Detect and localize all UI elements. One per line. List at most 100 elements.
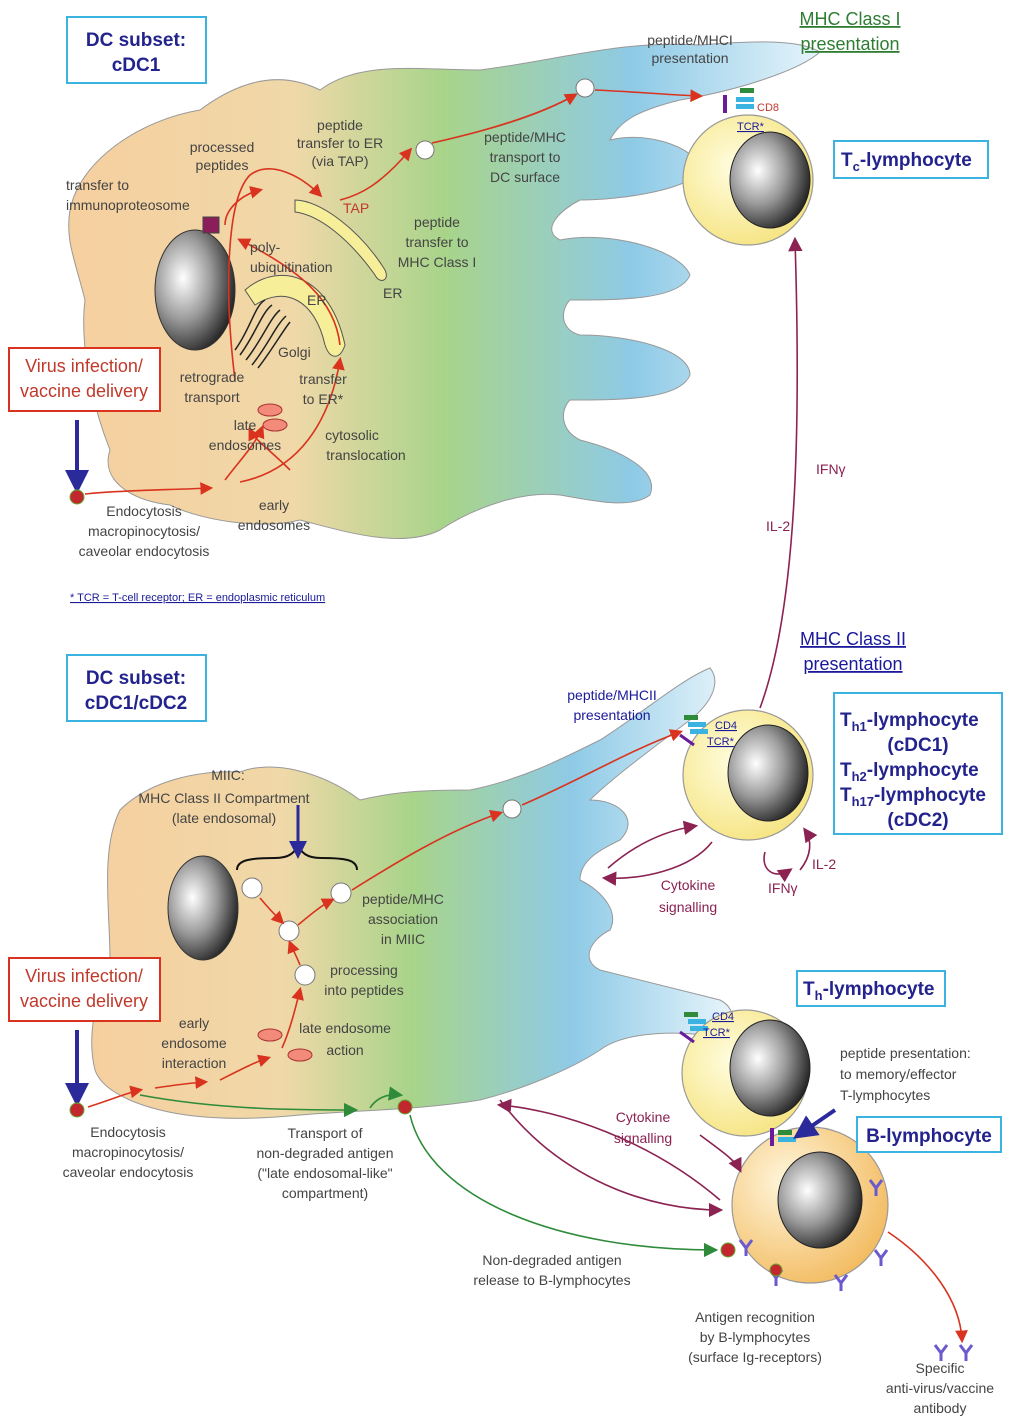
lbl-immuno-1: transfer to: [66, 177, 129, 193]
lbl-mhcii-pres-2: presentation: [573, 707, 650, 723]
bottom-mhc-title-1: MHC Class II: [800, 629, 906, 649]
lbl-antigen-rec-3: (surface Ig-receptors): [688, 1349, 822, 1365]
lbl-miic-1: MIIC:: [211, 767, 244, 783]
th1-cd4-label: CD4: [715, 720, 737, 732]
lbl-endocytosis-1: Endocytosis: [106, 503, 181, 519]
tc-receptor-icon: [723, 88, 754, 113]
lbl-cytosolic-1: cytosolic: [325, 427, 379, 443]
lbl-transport-2: non-degraded antigen: [256, 1145, 393, 1161]
top-dc-nucleus: [155, 230, 235, 350]
lbl-early-endo-1: early: [259, 497, 289, 513]
lbl-late-action-1: late endosome: [299, 1020, 391, 1036]
th1-nucleus: [728, 725, 808, 821]
lbl-early-int-2: endosome: [161, 1035, 227, 1051]
bottom-subset-line2: cDC1/cDC2: [85, 693, 187, 714]
footnote: * TCR = T-cell receptor; ER = endoplasmi…: [70, 592, 325, 604]
lbl-assoc-2: association: [368, 911, 438, 927]
lbl-antigen-rec-2: by B-lymphocytes: [700, 1329, 810, 1345]
lbl-processed-2: peptides: [196, 157, 249, 173]
lbl-b-endocytosis-3: caveolar endocytosis: [63, 1164, 194, 1180]
b-title: B-lymphocyte: [866, 1126, 992, 1147]
lbl-antibody-1: Specific: [915, 1360, 964, 1376]
lbl-b-endocytosis-1: Endocytosis: [90, 1124, 165, 1140]
lbl-tap: TAP: [343, 200, 369, 216]
lbl-immuno-2: immunoproteosome: [66, 197, 190, 213]
bottom-dc-nucleus: [168, 856, 238, 960]
il2-ifn-arrow: [760, 240, 797, 708]
lbl-processed-1: processed: [190, 139, 255, 155]
lbl-cytosolic-2: translocation: [326, 447, 405, 463]
bottom-infection-line1: Virus infection/: [25, 966, 143, 986]
top-infection-line2: vaccine delivery: [20, 381, 148, 401]
lbl-early-int-3: interaction: [162, 1055, 227, 1071]
top-subset-line2: cDC1: [112, 55, 161, 76]
th-subset-5: (cDC2): [887, 810, 948, 831]
il2-label: IL-2: [766, 518, 790, 534]
lbl-transfer-er-1: peptide: [317, 117, 363, 133]
top-mhc-title-2: presentation: [800, 34, 899, 54]
lbl-mhc1-transfer-2: transfer to: [405, 234, 468, 250]
lbl-late-action-2: action: [326, 1042, 363, 1058]
th-subset-2: (cDC1): [887, 735, 948, 756]
released-antigen-icon: [398, 1100, 412, 1114]
lbl-transport-3: ("late endosomal-like": [257, 1165, 392, 1181]
top-mhc-title-1: MHC Class I: [799, 9, 900, 29]
lbl-b-endocytosis-2: macropinocytosis/: [72, 1144, 184, 1160]
th-tcr-label: TCR*: [703, 1027, 731, 1039]
bottom-virus-particle-icon: [70, 1103, 84, 1117]
lbl-cyto-sig-1b: signalling: [659, 899, 717, 915]
b-nucleus: [778, 1152, 862, 1248]
lbl-late-endo-2: endosomes: [209, 437, 281, 453]
lbl-miic-2: MHC Class II Compartment: [138, 790, 309, 806]
bottom-subset-line1: DC subset:: [86, 668, 186, 689]
lbl-cyto-sig-1a: Cytokine: [661, 877, 716, 893]
lbl-assoc-3: in MIIC: [381, 931, 425, 947]
lbl-retro-2: transport: [184, 389, 239, 405]
th-nucleus: [730, 1020, 810, 1116]
lbl-retro-1: retrograde: [180, 369, 245, 385]
lbl-non-degraded-1: Non-degraded antigen: [482, 1252, 621, 1268]
lbl-golgi: Golgi: [278, 344, 311, 360]
lbl-non-degraded-2: release to B-lymphocytes: [473, 1272, 630, 1288]
lbl-endocytosis-2: macropinocytosis/: [88, 523, 200, 539]
lbl-endocytosis-3: caveolar endocytosis: [79, 543, 210, 559]
lbl-assoc-1: peptide/MHC: [362, 891, 444, 907]
lbl-miic-3: (late endosomal): [172, 810, 276, 826]
lbl-transport-3: DC surface: [490, 169, 560, 185]
lbl-peptide-pres-2: to memory/effector: [840, 1066, 957, 1082]
lbl-peptide-mhci-1: peptide/MHCI: [647, 32, 733, 48]
lbl-processing-2: into peptides: [324, 982, 403, 998]
bottom-mhc-title-2: presentation: [803, 654, 902, 674]
th-title: Th-lymphocyte: [803, 979, 934, 1003]
lbl-early-int-1: early: [179, 1015, 209, 1031]
th1-tcr-label: TCR*: [707, 736, 735, 748]
lbl-mhc1-transfer-3: MHC Class I: [398, 254, 477, 270]
lbl-transfer-er-star-1: transfer: [299, 371, 347, 387]
lbl-transport-1: peptide/MHC: [484, 129, 566, 145]
lbl-late-endo-1: late: [234, 417, 257, 433]
b-antigen-icon-2: [770, 1264, 782, 1276]
lbl-mhcii-pres-1: peptide/MHCII: [567, 687, 656, 703]
lbl-transport-1: Transport of: [288, 1125, 363, 1141]
lbl-transfer-er-2: transfer to ER: [297, 135, 383, 151]
top-infection-line1: Virus infection/: [25, 356, 143, 376]
lbl-early-endo-2: endosomes: [238, 517, 310, 533]
lbl-poly-1: poly-: [250, 239, 281, 255]
top-subset-line1: DC subset:: [86, 30, 186, 51]
lbl-cyto-sig-2a: Cytokine: [616, 1109, 671, 1125]
lbl-peptide-pres-1: peptide presentation:: [840, 1045, 971, 1061]
lbl-ifn-small: IFNγ: [768, 880, 798, 896]
lbl-transfer-er-3: (via TAP): [311, 153, 368, 169]
lbl-poly-2: ubiquitination: [250, 259, 333, 275]
b-antigen-icon: [721, 1243, 735, 1257]
lbl-er-inner: ER: [307, 292, 326, 308]
lbl-antibody-2: anti-virus/vaccine: [886, 1380, 994, 1396]
lbl-mhc1-transfer-1: peptide: [414, 214, 460, 230]
lbl-il2-small: IL-2: [812, 856, 836, 872]
lbl-transport-4: compartment): [282, 1185, 368, 1201]
lbl-er-right: ER: [383, 285, 402, 301]
lbl-antibody-3: antibody: [914, 1400, 967, 1416]
lbl-transport-2: transport to: [490, 149, 561, 165]
tc-title: Tc-lymphocyte: [841, 150, 972, 174]
